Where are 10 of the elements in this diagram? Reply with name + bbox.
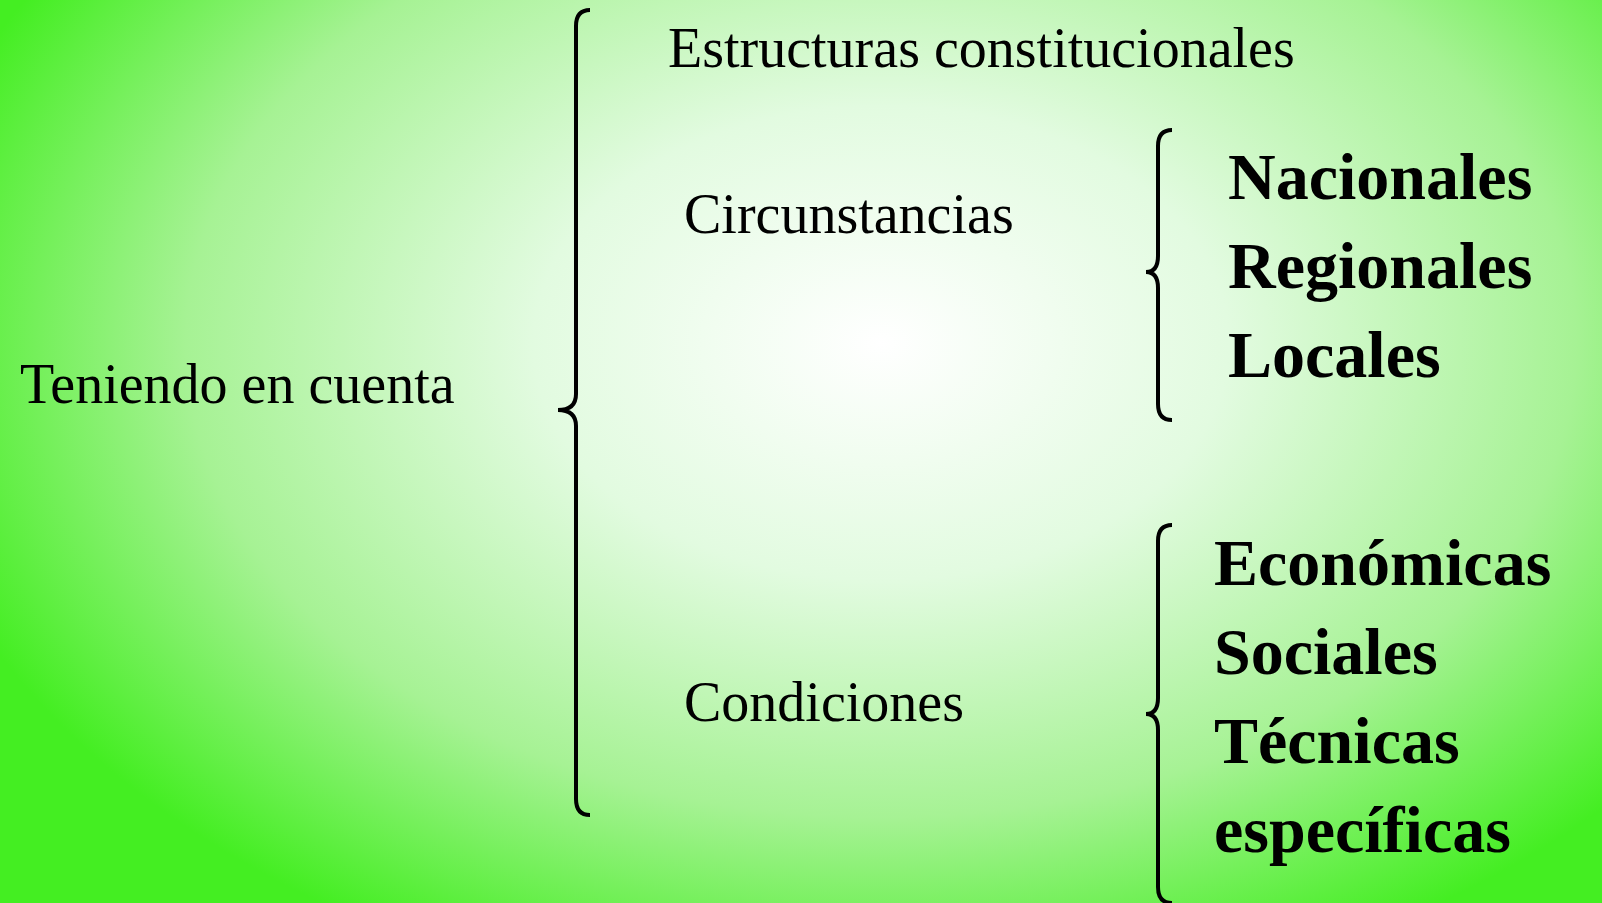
label-text: Locales <box>1228 317 1441 393</box>
label-text: Estructuras constitucionales <box>668 16 1295 80</box>
label-text: Circunstancias <box>684 182 1014 246</box>
label-text: Condiciones <box>684 670 964 734</box>
label-text: Nacionales <box>1228 139 1533 215</box>
label-text: Económicas <box>1214 525 1552 601</box>
label-text: Sociales <box>1214 614 1438 690</box>
label-text: Teniendo en cuenta <box>20 352 455 416</box>
label-text: Regionales <box>1228 228 1533 304</box>
label-text: Técnicas específicas <box>1214 703 1512 868</box>
